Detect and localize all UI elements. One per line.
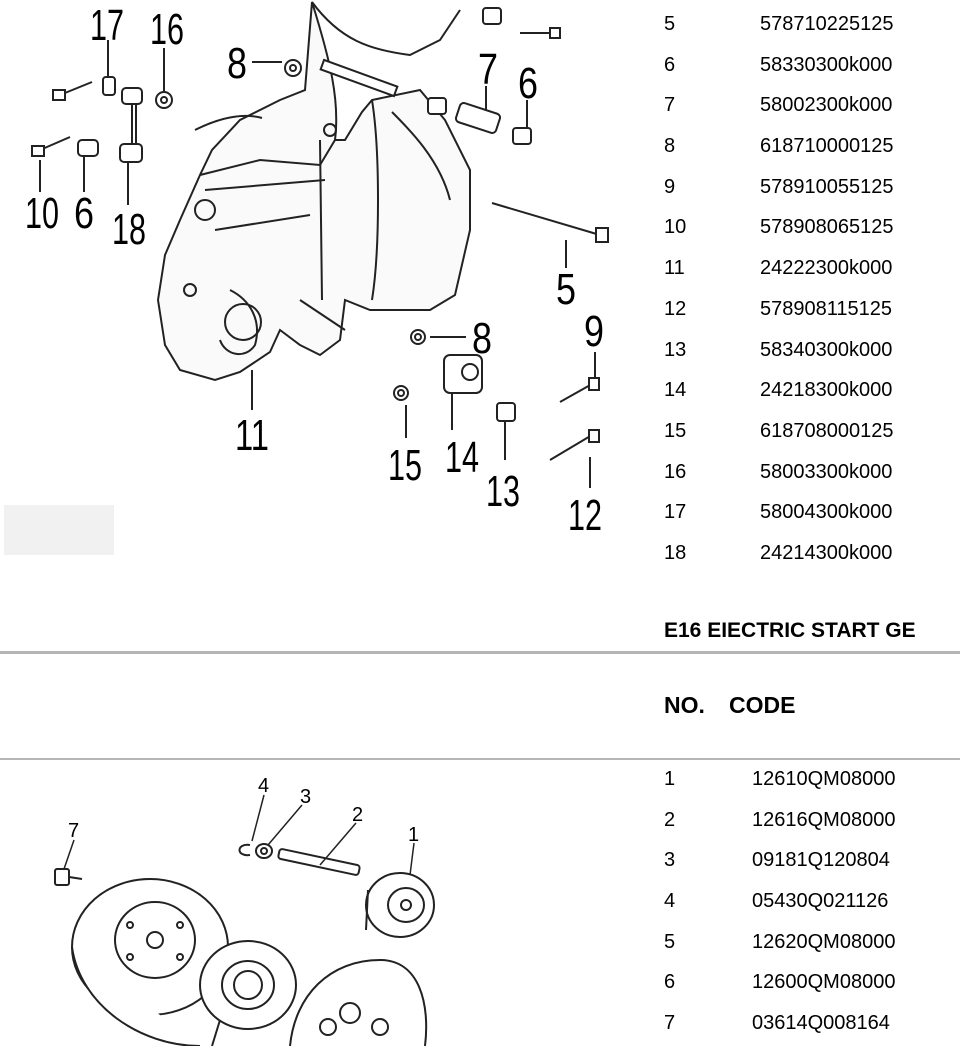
part-code: 03614Q008164: [752, 1012, 890, 1035]
callout-label: 12: [568, 491, 602, 540]
part-code: 12610QM08000: [752, 768, 896, 790]
part-code: 618710000125: [760, 135, 894, 158]
part-code: 12616QM08000: [752, 808, 896, 831]
part-number: 12: [664, 297, 687, 320]
callout-label: 4: [258, 775, 269, 797]
callout-label: 2: [352, 804, 363, 826]
part-number: 18: [664, 541, 687, 564]
part-code: 09181Q120804: [752, 849, 890, 872]
part-code: 12600QM08000: [752, 971, 896, 994]
part-number: 15: [664, 419, 687, 442]
part-number: 9: [664, 175, 676, 198]
part-number: 6: [664, 971, 676, 994]
part-code: 578710225125: [760, 13, 894, 35]
callout-label: 7: [478, 45, 498, 94]
part-code: 05430Q021126: [752, 890, 889, 913]
divider: [0, 758, 960, 760]
callout-label: 14: [445, 433, 479, 482]
part-code: 578908065125: [760, 216, 894, 239]
part-code: 58003300k000: [760, 460, 893, 483]
callout-label: 10: [25, 189, 59, 238]
starter-gear-drawing: [54, 843, 435, 1046]
part-number: 1: [664, 768, 676, 790]
part-code: 24222300k000: [760, 257, 893, 280]
part-number: 4: [664, 890, 676, 913]
callout-label: 8: [472, 314, 492, 363]
engine-case-exploded-diagram: 17 16 8 7 6 10 6 18 5 9 8 11 15 14 13 12: [0, 0, 650, 580]
part-code: 58004300k000: [760, 501, 893, 524]
part-number: 6: [664, 53, 676, 76]
leader-lines: [63, 794, 415, 876]
part-number: 11: [664, 257, 685, 280]
part-code: 58340300k000: [760, 338, 893, 361]
callout-label: 3: [300, 786, 311, 808]
callout-label: 1: [408, 824, 419, 846]
callout-label: 5: [556, 265, 576, 314]
divider: [0, 651, 960, 654]
part-number: 2: [664, 808, 676, 831]
column-header-no: NO.: [664, 692, 705, 718]
part-code: 58330300k000: [760, 53, 893, 76]
part-number: 5: [664, 930, 676, 953]
part-code: 58002300k000: [760, 94, 893, 117]
part-number: 3: [664, 849, 676, 872]
part-number: 14: [664, 379, 687, 402]
callout-numbers: 4 3 2 7 1: [68, 775, 419, 846]
callout-label: 6: [74, 189, 94, 238]
engine-case-drawing: [156, 1, 471, 382]
section-title: E16 EIECTRIC START GE: [664, 619, 916, 642]
part-code: 618708000125: [760, 419, 894, 442]
callout-label: 11: [235, 411, 269, 460]
part-number: 7: [664, 94, 676, 117]
part-code: 578908115125: [760, 297, 892, 320]
callout-label: 18: [112, 205, 146, 254]
part-number: 17: [664, 501, 687, 524]
part-number: 8: [664, 135, 676, 158]
callout-label: 16: [150, 5, 184, 54]
callout-label: 6: [518, 59, 538, 108]
part-number: 13: [664, 338, 687, 361]
column-header-code: CODE: [729, 692, 796, 718]
part-number: 5: [664, 13, 676, 35]
electric-start-exploded-diagram: 4 3 2 7 1: [0, 765, 650, 1046]
part-code: 24214300k000: [760, 541, 893, 564]
callout-numbers: 17 16 8 7 6 10 6 18 5 9 8 11 15 14 13 12: [25, 1, 604, 540]
part-code: 578910055125: [760, 175, 894, 198]
callout-label: 15: [388, 441, 422, 490]
callout-label: 9: [584, 307, 604, 356]
part-code: 12620QM08000: [752, 930, 896, 953]
callout-label: 17: [90, 1, 124, 50]
part-code: 24218300k000: [760, 379, 893, 402]
part-number: 16: [664, 460, 687, 483]
small-parts: [31, 7, 609, 461]
part-number: 10: [664, 216, 687, 239]
part-number: 7: [664, 1012, 676, 1035]
callout-label: 8: [227, 39, 247, 88]
callout-label: 7: [68, 820, 79, 842]
callout-label: 13: [486, 467, 520, 516]
leader-lines: [39, 40, 596, 488]
